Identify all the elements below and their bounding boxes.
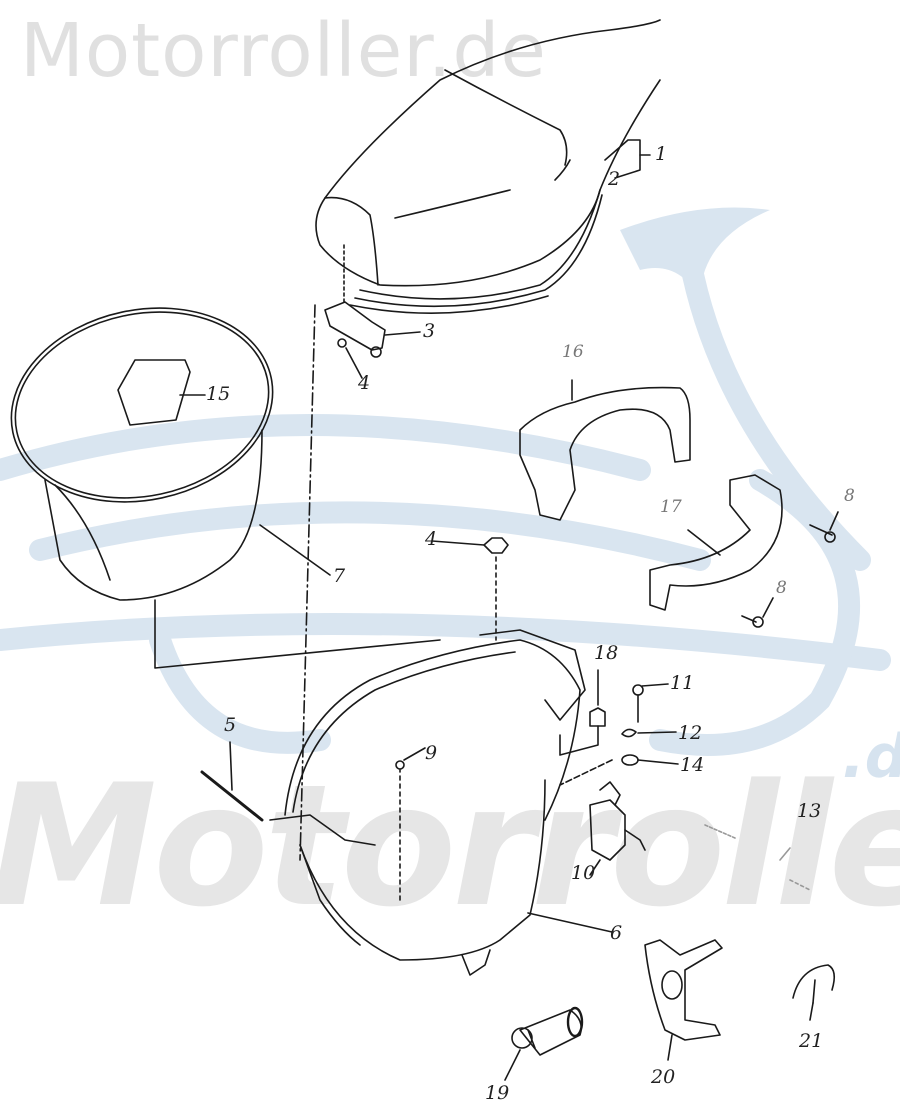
- seat-lock-part: [589, 781, 646, 876]
- clip-9-part: [395, 747, 426, 770]
- watermark-top: Motorroller.de: [20, 8, 547, 94]
- callout-5: 5: [224, 714, 237, 736]
- callout-7: 7: [333, 565, 346, 587]
- callout-2: 2: [608, 168, 621, 190]
- pin-part: [200, 741, 264, 822]
- callout-10: 10: [571, 862, 596, 884]
- callout-4-hinge: 4: [358, 372, 371, 394]
- logo-bird-icon: [620, 207, 770, 300]
- seat-part: [315, 19, 661, 314]
- grab-handle-17-part: [649, 474, 839, 628]
- callout-18: 18: [594, 642, 619, 664]
- watermark-center-suffix: .de: [842, 722, 900, 792]
- callout-19: 19: [485, 1082, 510, 1104]
- callout-15: 15: [206, 383, 231, 405]
- callout-11: 11: [670, 672, 695, 694]
- callout-8-lower: 8: [776, 578, 787, 598]
- callout-6: 6: [610, 922, 623, 944]
- grab-handle-16-part: [519, 379, 691, 521]
- clip-21-part: [792, 964, 836, 1021]
- helmet-compartment-part: [269, 629, 613, 976]
- callout-3: 3: [423, 320, 436, 342]
- spring-part: [704, 824, 811, 891]
- callout-4-nut: 4: [425, 528, 438, 550]
- callout-16: 16: [562, 342, 584, 362]
- lock-bracket-part: [644, 939, 723, 1061]
- inner-liner-part: [10, 307, 441, 669]
- callout-8-upper: 8: [844, 486, 855, 506]
- callout-21: 21: [799, 1030, 824, 1052]
- lock-cylinder-part: [504, 1006, 584, 1081]
- callout-17: 17: [660, 497, 682, 517]
- small-hardware-parts: [559, 669, 679, 786]
- hinge-bracket-part: [324, 301, 421, 379]
- watermark-center: Motorroller: [0, 748, 900, 944]
- callout-14: 14: [680, 754, 705, 776]
- callout-20: 20: [651, 1066, 676, 1088]
- center-line: [299, 304, 316, 861]
- callout-9: 9: [425, 742, 438, 764]
- callout-1: 1: [655, 143, 668, 165]
- callout-12: 12: [678, 722, 703, 744]
- callout-13: 13: [797, 800, 822, 822]
- nut-part: [431, 537, 509, 641]
